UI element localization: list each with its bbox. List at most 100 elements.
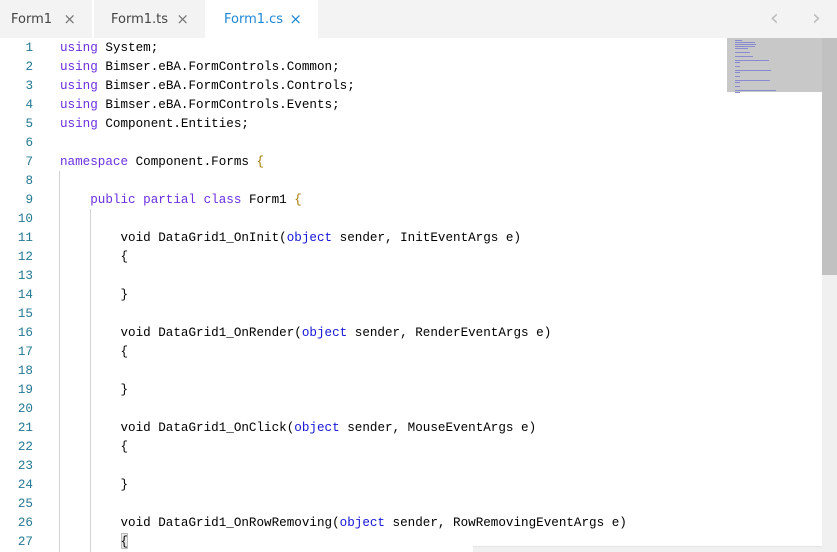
minimap[interactable] [727,38,822,93]
code-token: object [286,231,333,245]
bracket-highlight [121,533,128,549]
code-line: 21 void DataGrid1_OnClick(object sender,… [0,419,727,438]
code-line: 20 [0,400,727,419]
code-text: } [60,381,128,400]
line-number: 10 [17,212,33,226]
code-line: 18 [0,362,727,381]
close-icon[interactable]: × [289,10,302,28]
minimap-line [735,42,755,43]
code-line: 7 namespace Component.Forms { [0,153,727,172]
minimap-line [735,80,770,81]
code-token: object [301,326,348,340]
code-line: 3 using Bimser.eBA.FormControls.Controls; [0,77,727,96]
code-line: 17 { [0,343,727,362]
line-number: 20 [17,402,33,416]
tab-form1[interactable]: Form1 × [0,0,94,38]
code-line: 11 void DataGrid1_OnInit(object sender, … [0,229,727,248]
minimap-line [735,86,740,87]
code-token: object [294,421,340,435]
line-number: 26 [17,516,33,530]
minimap-line [735,92,740,93]
line-number: 8 [25,174,33,188]
code-token: Form1 [241,193,295,207]
code-token: using [60,98,98,112]
code-token: { [60,535,129,549]
code-token: sender, RowRemovingEventArgs e) [385,516,627,530]
code-line: 15 [0,305,727,324]
code-token: Bimser.eBA.FormControls.Events; [97,98,340,112]
code-token: void DataGrid1_OnInit( [60,231,287,245]
code-line: 23 [0,457,727,476]
code-token: { [60,250,129,264]
tab-form1-cs[interactable]: Form1.cs × [207,0,318,38]
code-token: using [60,79,98,93]
line-number: 4 [25,98,33,112]
line-number: 5 [25,117,33,131]
minimap-line [735,60,769,61]
line-number: 18 [17,364,33,378]
line-number: 14 [17,288,33,302]
tab-label: Form1.cs [224,11,284,27]
code-text: void DataGrid1_OnRender(object sender, R… [60,324,551,343]
code-token: void DataGrid1_OnRowRemoving( [60,516,340,530]
code-token: } [60,288,129,302]
minimap-line [735,90,777,91]
close-icon[interactable]: × [63,10,76,28]
line-number: 12 [17,250,33,264]
close-icon[interactable]: × [176,10,189,28]
chevron-left-icon[interactable]: ‹ [770,6,779,31]
code-editor[interactable]: 1 using System; 2 using Bimser.eBA.FormCont… [0,38,727,552]
code-token: object [339,516,385,530]
minimap-line [735,62,740,63]
minimap-line [735,66,740,67]
code-text: } [60,476,128,495]
code-line: 9 public partial class Form1 { [0,191,727,210]
scrollbar-thumb[interactable] [822,38,837,275]
tab-form1-ts[interactable]: Form1.ts × [94,0,207,38]
tab-label: Form1 [11,11,53,27]
code-line: 4 using Bimser.eBA.FormControls.Events; [0,96,727,115]
line-number: 11 [17,231,33,245]
line-number: 1 [25,41,33,55]
line-number: 7 [25,155,33,169]
code-token: Component.Forms [128,155,257,169]
code-text: { [60,248,128,267]
code-token: { [294,193,302,207]
minimap-line [735,56,753,57]
minimap-line [735,82,740,83]
minimap-line [735,72,740,73]
horizontal-scrollbar[interactable] [473,546,822,552]
minimap-line [735,40,742,41]
minimap-line [735,48,749,49]
chevron-right-icon[interactable]: › [812,6,821,31]
code-text: void DataGrid1_OnClick(object sender, Mo… [60,419,536,438]
minimap-line [735,52,750,53]
line-number: 22 [17,440,33,454]
code-text: { [60,343,128,362]
line-number: 6 [25,136,33,150]
code-token: sender, RenderEventArgs e) [347,326,552,340]
line-number: 16 [17,326,33,340]
code-token: using [60,41,98,55]
code-line: 10 [0,210,727,229]
code-line: 13 [0,267,727,286]
code-token: using [60,60,98,74]
line-number: 2 [25,60,33,74]
code-token [60,193,90,207]
code-line: 1 using System; [0,39,727,58]
code-text: void DataGrid1_OnRowRemoving(object send… [60,514,627,533]
line-number: 3 [25,79,33,93]
code-text: namespace Component.Forms { [60,153,264,172]
code-token: Bimser.eBA.FormControls.Controls; [97,79,355,93]
minimap-line [735,76,740,77]
minimap-line [735,70,771,71]
code-text: using Bimser.eBA.FormControls.Events; [60,96,340,115]
code-token: namespace [60,155,129,169]
code-token: sender, InitEventArgs e) [332,231,522,245]
code-token: System; [97,41,159,55]
code-line: 14 } [0,286,727,305]
code-text: } [60,286,128,305]
code-line: 12 { [0,248,727,267]
